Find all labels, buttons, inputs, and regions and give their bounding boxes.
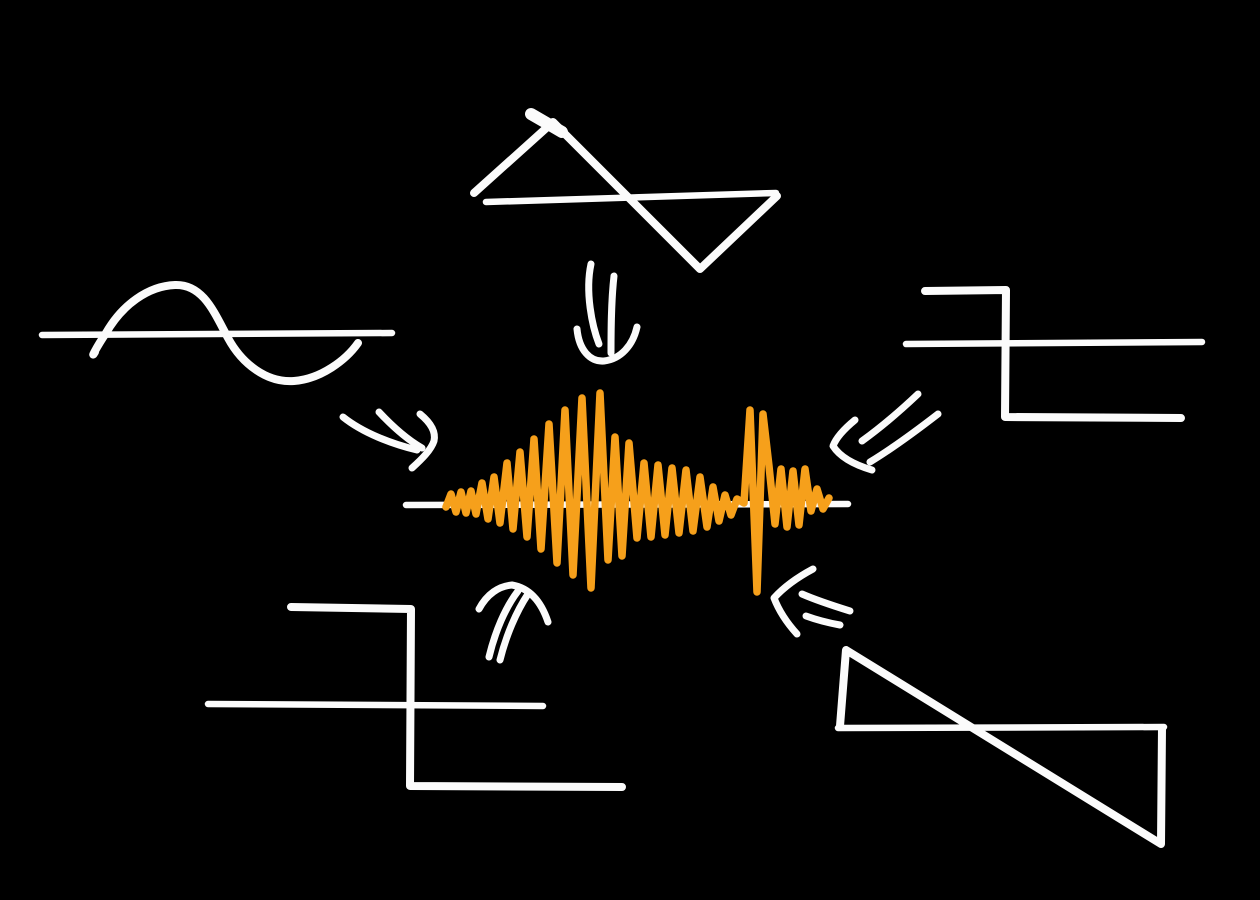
arrow-up-stroke-2 [496, 590, 532, 664]
sawtooth-curve [836, 646, 1166, 848]
arrow-up-head [475, 581, 552, 626]
arrow-right-stroke-2 [866, 410, 942, 466]
arrow-down-stroke-2 [607, 272, 618, 357]
arrow-square-right-to-center [829, 390, 942, 474]
triangle-curve [470, 118, 781, 273]
square-wave-lower-left-node [204, 603, 626, 791]
triangle-peak-cap [525, 108, 568, 138]
arrow-down-stroke-1 [585, 260, 603, 348]
sine-baseline [38, 329, 396, 339]
arrow-left-head [408, 410, 438, 472]
square-right-baseline [902, 338, 1206, 348]
sine-wave-node [38, 280, 396, 386]
arrow-sawtooth-stroke-1 [798, 590, 854, 615]
square-wave-right-node [902, 286, 1206, 422]
sawtooth-wave-node [834, 646, 1168, 848]
square-lower-left-curve [287, 603, 626, 791]
arrow-sawtooth-stroke-2 [802, 612, 844, 629]
arrow-sawtooth-head [770, 565, 817, 638]
arrow-right-stroke-1 [858, 390, 922, 445]
arrow-square-lower-left-to-center [475, 581, 552, 664]
sine-curve [89, 280, 362, 386]
arrow-triangle-to-center [573, 260, 641, 365]
arrow-sawtooth-to-center [770, 565, 854, 638]
arrow-up-stroke-1 [485, 587, 522, 661]
complex-scribble [442, 389, 833, 596]
square-lower-left-baseline [204, 700, 547, 710]
triangle-wave-node [470, 108, 781, 273]
arrow-sine-to-center [339, 408, 438, 472]
complex-wave-node [402, 389, 852, 596]
arrow-left-stroke-1 [339, 413, 421, 454]
arrow-right-head [829, 416, 876, 474]
arrow-down-head [573, 323, 641, 365]
sawtooth-baseline [834, 723, 1168, 732]
arrow-left-stroke-2 [375, 408, 426, 452]
square-right-curve [921, 286, 1185, 422]
